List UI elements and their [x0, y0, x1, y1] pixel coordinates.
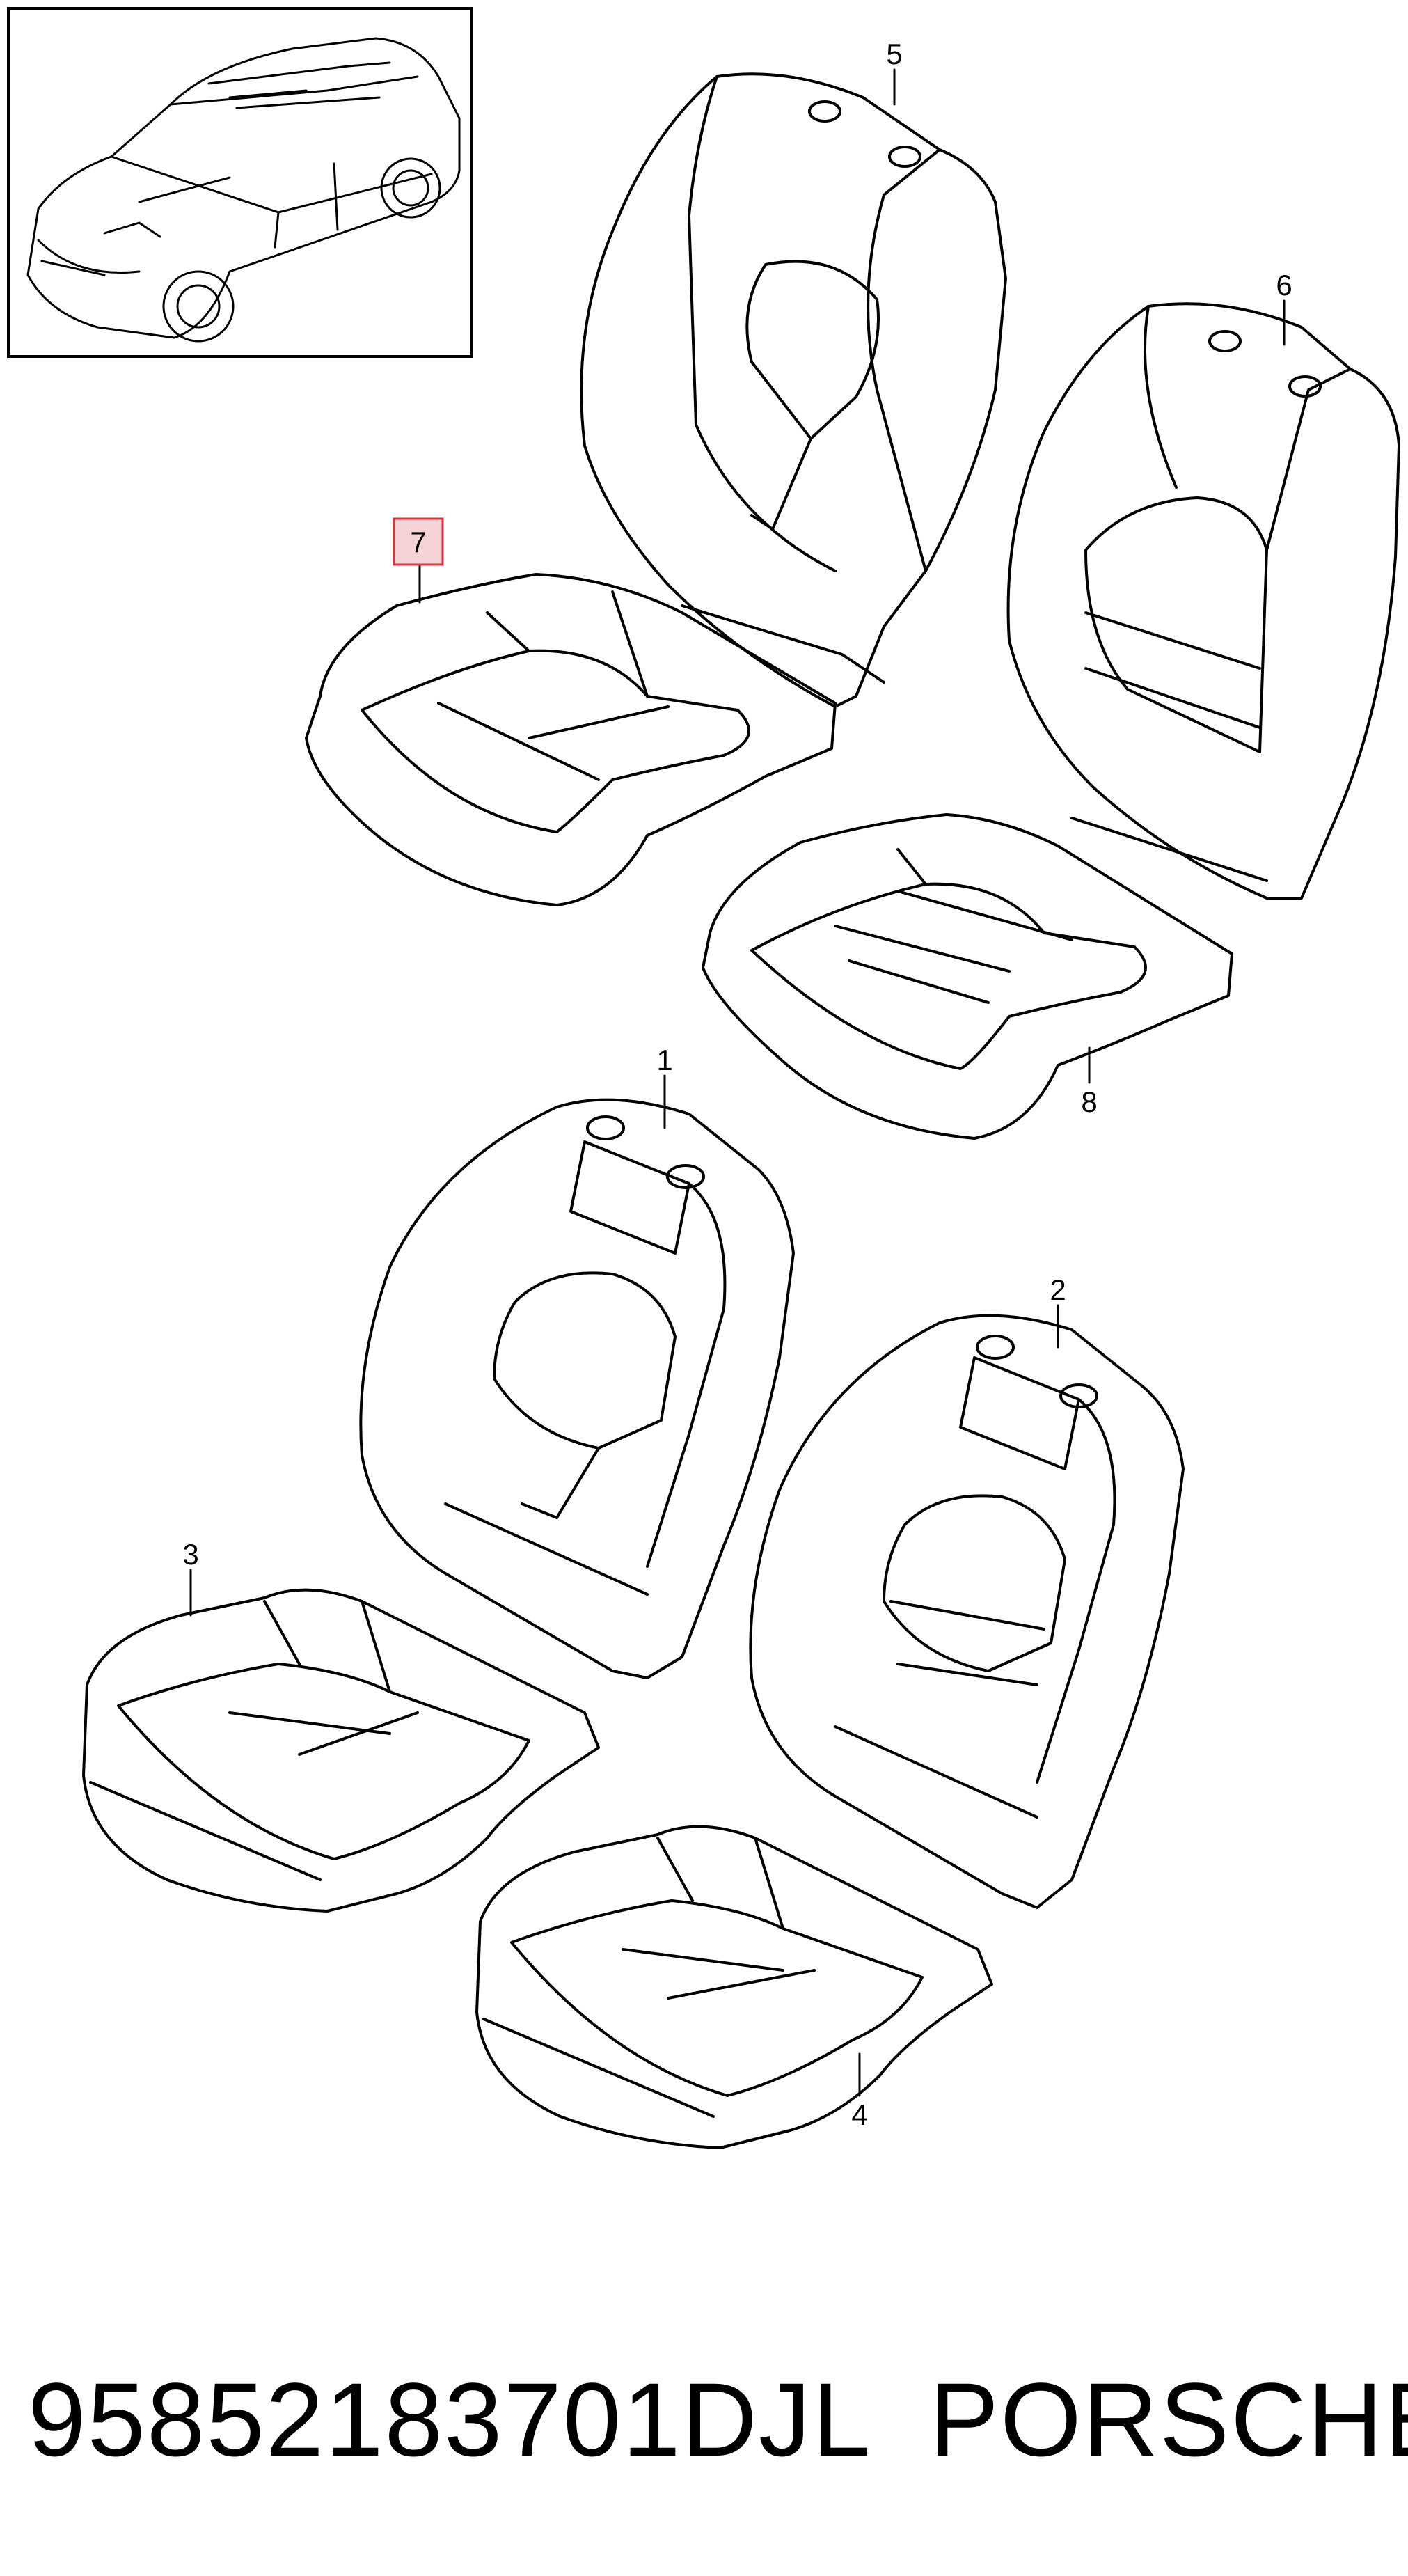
- footer: 95852183701DJL PORSCHE: [0, 2357, 1408, 2482]
- callout-5[interactable]: 5: [886, 38, 902, 70]
- callout-1[interactable]: 1: [656, 1044, 672, 1076]
- seat-cushion-cover-4[interactable]: [475, 1825, 993, 2149]
- seat-parts-diagram: 5 6 7 8 1 2 3 4: [7, 7, 1400, 2149]
- vehicle-thumbnail: [7, 7, 473, 358]
- leader-lines: [189, 68, 1286, 2097]
- backrest-cover-1[interactable]: [359, 1098, 795, 1679]
- callout-3[interactable]: 3: [182, 1538, 198, 1571]
- callout-4[interactable]: 4: [851, 2098, 867, 2131]
- callout-7[interactable]: 7: [410, 526, 426, 558]
- part-number: 95852183701DJL: [28, 2361, 872, 2478]
- callout-2[interactable]: 2: [1050, 1273, 1066, 1306]
- brand-name: PORSCHE: [929, 2361, 1408, 2478]
- backrest-cover-2[interactable]: [749, 1314, 1185, 1909]
- seat-cushion-cover-8[interactable]: [702, 813, 1233, 1140]
- callout-8[interactable]: 8: [1081, 1085, 1097, 1118]
- seat-cushion-cover-3[interactable]: [82, 1588, 600, 1913]
- callout-6[interactable]: 6: [1276, 269, 1292, 301]
- callout-7-highlight: [393, 517, 444, 566]
- backrest-cover-5[interactable]: [580, 72, 1007, 708]
- callout-labels: 5 6 7 8 1 2 3 4: [182, 38, 1292, 2131]
- seat-cushion-cover-7[interactable]: [305, 573, 837, 906]
- backrest-cover-6[interactable]: [1006, 302, 1400, 900]
